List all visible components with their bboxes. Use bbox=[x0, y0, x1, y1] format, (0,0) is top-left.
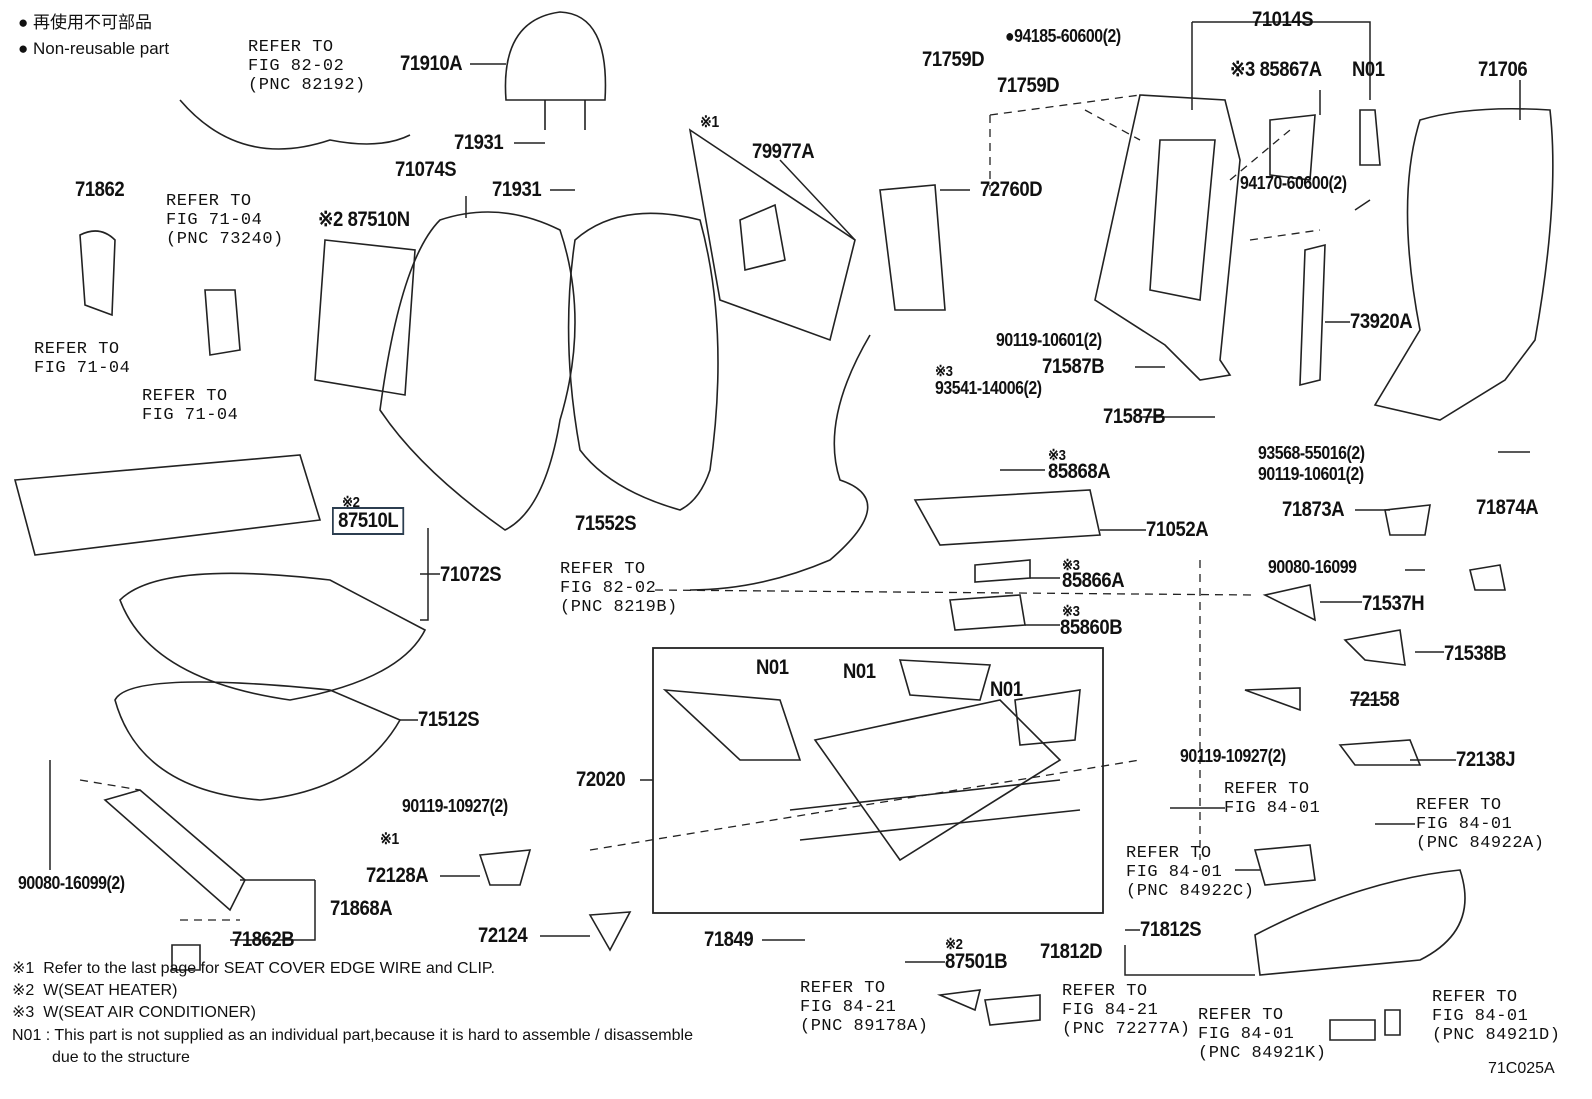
part-label[interactable]: 71552S bbox=[575, 512, 637, 535]
part-label[interactable]: 73920A bbox=[1350, 310, 1413, 333]
back-panel bbox=[1373, 107, 1554, 421]
part-label[interactable]: 71587B bbox=[1103, 405, 1166, 428]
part-label[interactable]: 72158 bbox=[1350, 688, 1400, 711]
refer-to-label[interactable]: REFER TO FIG 84-01 bbox=[1224, 780, 1321, 818]
part-label: N01 bbox=[756, 656, 789, 679]
refer-to-label[interactable]: REFER TO FIG 82-02 (PNC 82192) bbox=[248, 38, 366, 95]
note-mark: ※2 bbox=[342, 494, 360, 511]
legend-non-reusable-jp: ● 再使用不可部品 bbox=[18, 13, 152, 32]
side-shield bbox=[1254, 869, 1466, 976]
part-label: N01 bbox=[990, 678, 1023, 701]
part-label[interactable]: 90119-10601(2) bbox=[996, 330, 1102, 350]
part-label[interactable]: 85860B bbox=[1060, 616, 1123, 639]
part-label[interactable]: 71849 bbox=[704, 928, 754, 951]
footnote-n01: N01 : This part is not supplied as an in… bbox=[12, 1027, 693, 1066]
part-label[interactable]: 71072S bbox=[440, 563, 502, 586]
part-label[interactable]: 85866A bbox=[1062, 569, 1125, 592]
back-board bbox=[688, 128, 856, 342]
seatback-heater bbox=[314, 239, 416, 396]
part-label[interactable]: 90119-10927(2) bbox=[402, 796, 508, 816]
part-label[interactable]: 71706 bbox=[1478, 58, 1528, 81]
part-label[interactable]: 71014S bbox=[1252, 8, 1314, 31]
refer-to-label[interactable]: REFER TO FIG 84-01 (PNC 84921K) bbox=[1198, 1006, 1327, 1063]
refer-to-label[interactable]: REFER TO FIG 84-21 (PNC 72277A) bbox=[1062, 982, 1191, 1039]
part-label[interactable]: 71759D bbox=[922, 48, 985, 71]
part-label[interactable]: 71052A bbox=[1146, 518, 1209, 541]
part-label[interactable]: 71862 bbox=[75, 178, 125, 201]
refer-to-label[interactable]: REFER TO FIG 82-02 (PNC 8219B) bbox=[560, 560, 678, 617]
seatback-pad bbox=[379, 211, 576, 531]
refer-to-label[interactable]: REFER TO FIG 84-01 (PNC 84921D) bbox=[1432, 988, 1561, 1045]
part-label[interactable]: 72128A bbox=[366, 864, 429, 887]
note-mark: ※3 bbox=[1062, 603, 1080, 620]
note-mark: ※2 bbox=[945, 936, 963, 953]
note-mark: ※1 bbox=[700, 114, 719, 131]
refer-to-label[interactable]: REFER TO FIG 84-21 (PNC 89178A) bbox=[800, 979, 929, 1036]
part-label-highlighted[interactable]: 87510L bbox=[332, 507, 405, 535]
part-label[interactable]: 71873A bbox=[1282, 498, 1345, 521]
refer-to-label[interactable]: REFER TO FIG 71-04 (PNC 73240) bbox=[166, 192, 284, 249]
part-label[interactable]: 71074S bbox=[395, 158, 457, 181]
part-label[interactable]: 71759D bbox=[997, 74, 1060, 97]
footnote-3: ※3 W(SEAT AIR CONDITIONER) bbox=[12, 1004, 256, 1021]
cushion-shield bbox=[103, 789, 246, 912]
part-label[interactable]: 72760D bbox=[980, 178, 1043, 201]
part-label[interactable]: 72124 bbox=[478, 924, 528, 947]
refer-to-label[interactable]: REFER TO FIG 71-04 bbox=[142, 387, 239, 425]
cushion-cover bbox=[119, 572, 427, 701]
part-label: N01 bbox=[843, 660, 876, 683]
part-label: N01 bbox=[1352, 58, 1385, 81]
part-label[interactable]: 85868A bbox=[1048, 460, 1111, 483]
cushion-heater bbox=[13, 454, 322, 556]
cushion-pad bbox=[114, 681, 402, 801]
note-mark: ※3 bbox=[1062, 557, 1080, 574]
refer-to-label[interactable]: REFER TO FIG 71-04 bbox=[34, 340, 131, 378]
refer-to-label[interactable]: REFER TO FIG 84-01 (PNC 84922C) bbox=[1126, 844, 1255, 901]
part-label[interactable]: 90119-10601(2) bbox=[1258, 464, 1364, 484]
part-label[interactable]: 87501B bbox=[945, 950, 1008, 973]
part-label[interactable]: 93541-14006(2) bbox=[935, 378, 1042, 398]
legend-non-reusable-en: ● Non-reusable part bbox=[18, 39, 170, 58]
seatback-cover bbox=[567, 212, 719, 511]
part-label[interactable]: 79977A bbox=[752, 140, 815, 163]
part-label[interactable]: 90080-16099 bbox=[1268, 557, 1357, 577]
part-label[interactable]: 71868A bbox=[330, 897, 393, 920]
note-mark: ※3 bbox=[1048, 447, 1066, 464]
note-mark: ※3 bbox=[935, 363, 953, 380]
part-label[interactable]: 71874A bbox=[1476, 496, 1539, 519]
footnote-1: ※1 Refer to the last page for SEAT COVER… bbox=[12, 960, 495, 977]
part-label[interactable]: 94170-60600(2) bbox=[1240, 173, 1347, 193]
part-label-non-reusable[interactable]: ●94185-60600(2) bbox=[1005, 26, 1121, 46]
part-label[interactable]: 93568-55016(2) bbox=[1258, 443, 1365, 463]
part-label[interactable]: 72138J bbox=[1456, 748, 1516, 771]
part-label[interactable]: 71862B bbox=[232, 928, 295, 951]
part-label[interactable]: ※3 85867A bbox=[1230, 58, 1322, 81]
figure-code: 71C025A bbox=[1488, 1060, 1555, 1077]
adjuster-box bbox=[652, 647, 1104, 914]
part-label[interactable]: 71931 bbox=[492, 178, 542, 201]
note-mark: ※1 bbox=[380, 831, 399, 848]
part-label[interactable]: 71931 bbox=[454, 131, 504, 154]
part-label[interactable]: ※2 87510N bbox=[318, 208, 410, 231]
refer-to-label[interactable]: REFER TO FIG 84-01 (PNC 84922A) bbox=[1416, 796, 1545, 853]
footnote-2: ※2 W(SEAT HEATER) bbox=[12, 982, 178, 999]
part-label[interactable]: 72020 bbox=[576, 768, 626, 791]
headrest bbox=[504, 11, 607, 101]
part-label[interactable]: 71587B bbox=[1042, 355, 1105, 378]
part-label[interactable]: 90119-10927(2) bbox=[1180, 746, 1286, 766]
part-label[interactable]: 71538B bbox=[1444, 642, 1507, 665]
part-label[interactable]: 71910A bbox=[400, 52, 463, 75]
seatback-frame bbox=[1094, 94, 1241, 381]
part-label[interactable]: 71812S bbox=[1140, 918, 1202, 941]
part-label[interactable]: 71512S bbox=[418, 708, 480, 731]
part-label[interactable]: 71812D bbox=[1040, 940, 1103, 963]
part-label[interactable]: 71537H bbox=[1362, 592, 1425, 615]
part-label[interactable]: 90080-16099(2) bbox=[18, 873, 125, 893]
